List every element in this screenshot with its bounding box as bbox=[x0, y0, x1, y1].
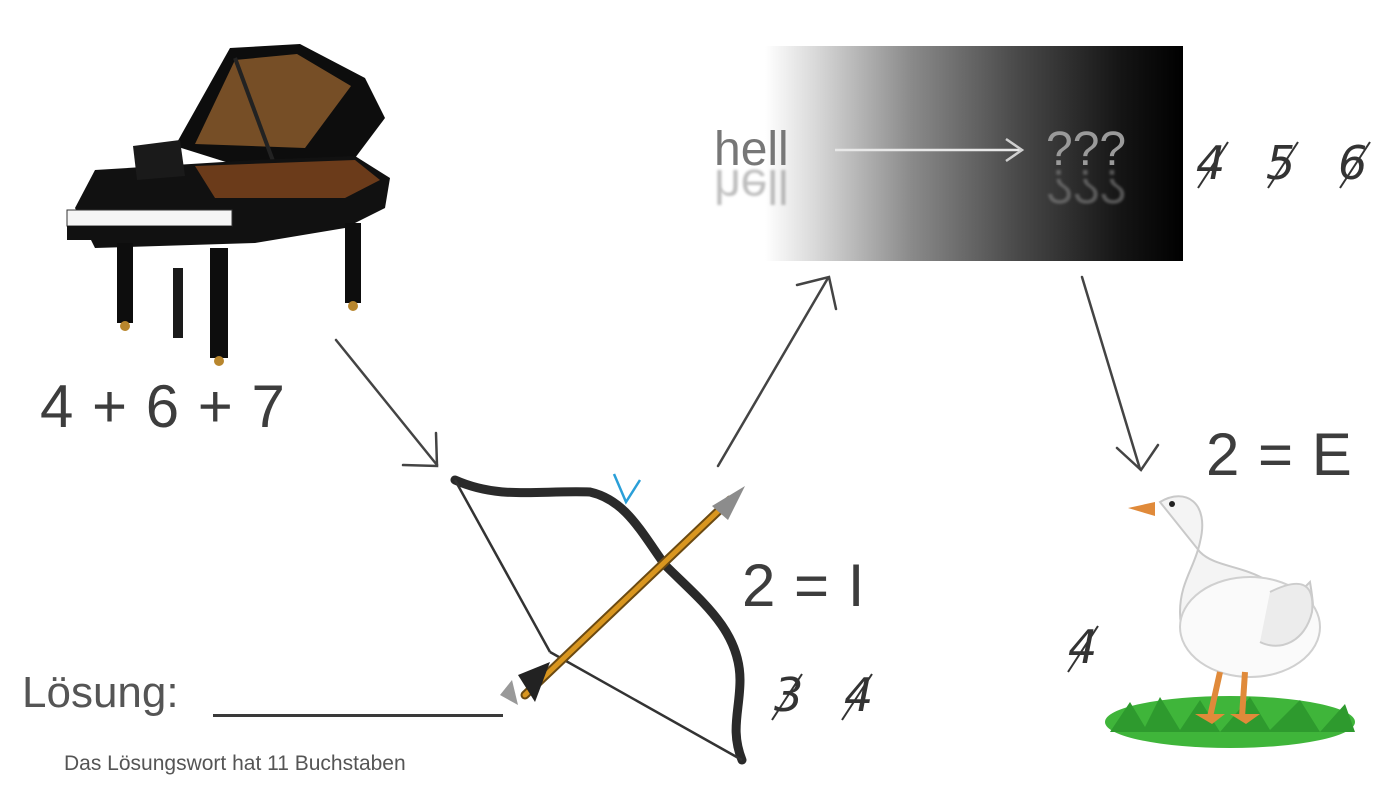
goose-image bbox=[1105, 495, 1355, 748]
crossed-digit: 6 bbox=[1338, 136, 1368, 190]
puzzle-right-word: ??? bbox=[1046, 123, 1127, 176]
bow-and-arrow-image bbox=[450, 475, 747, 765]
puzzle-left-word: hell bbox=[714, 123, 789, 176]
check-mark-icon bbox=[612, 473, 642, 505]
solution-label: Lösung: bbox=[22, 668, 179, 717]
bow-equation: 2 = I bbox=[742, 552, 866, 619]
strike-lines bbox=[1197, 141, 1371, 189]
solution-answer-line bbox=[213, 714, 503, 717]
crossed-digit: 4 bbox=[1196, 136, 1226, 190]
goose-equation: 2 = E bbox=[1206, 421, 1353, 488]
piano-formula: 4 + 6 + 7 bbox=[40, 373, 286, 440]
strike-lines bbox=[771, 673, 873, 721]
solution-hint: Das Lösungswort hat 11 Buchstaben bbox=[64, 752, 406, 775]
strike-lines bbox=[1067, 625, 1099, 673]
right-arrow-icon bbox=[835, 137, 1025, 163]
gradient-puzzle-box bbox=[765, 46, 1183, 261]
piano-image bbox=[66, 44, 390, 366]
crossed-digit: 5 bbox=[1266, 136, 1296, 190]
